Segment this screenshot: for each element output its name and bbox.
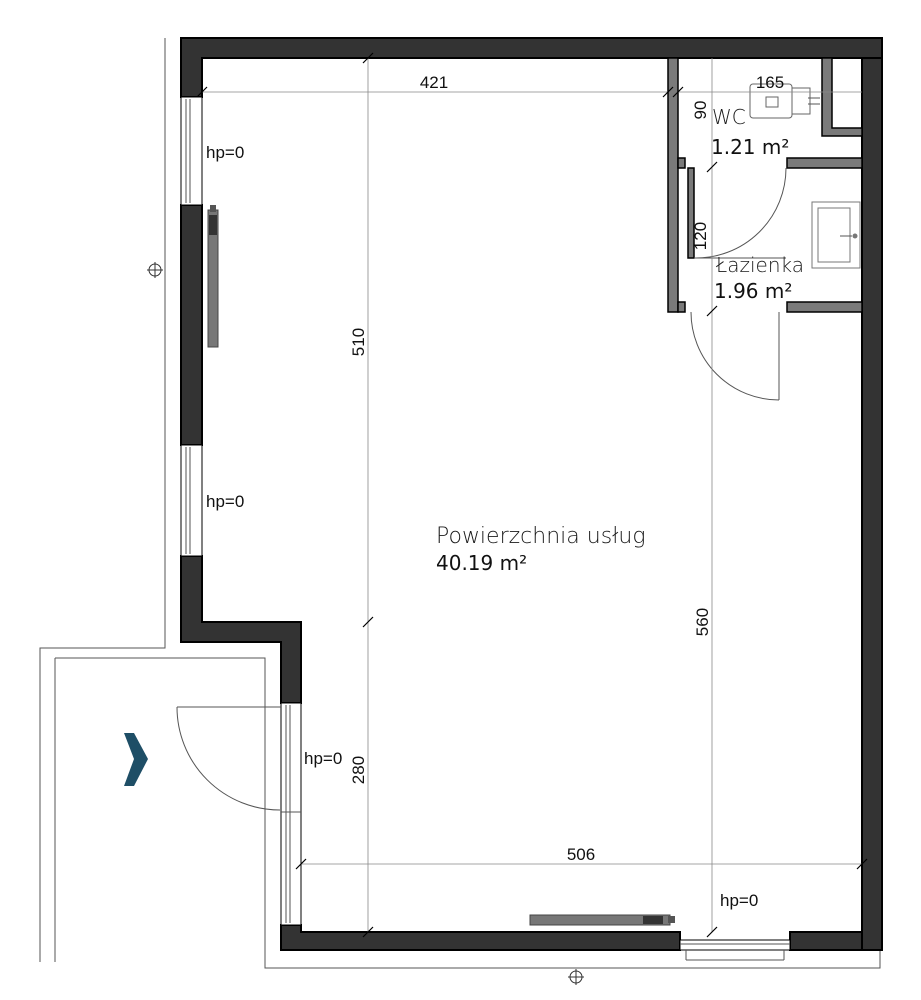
- wc-divider-stub: [677, 157, 686, 169]
- dim-left-height: 510: [349, 328, 368, 356]
- room-area-bath: 1.96 m²: [714, 279, 792, 303]
- dim-right-height: 560: [693, 608, 712, 636]
- doors: [176, 167, 787, 811]
- bottom-wall-right: [789, 931, 863, 951]
- partition-post: [687, 167, 695, 259]
- room-name-wc: WC: [712, 105, 746, 129]
- window-label-mid-left: hp=0: [206, 492, 244, 511]
- room-area-wc: 1.21 m²: [711, 135, 789, 159]
- bath-bottom-stub: [677, 301, 686, 313]
- room-name-main: Powierzchnia usług: [436, 524, 646, 549]
- sink-icon: [811, 201, 861, 269]
- axis-markers: [147, 262, 584, 985]
- axis-marker-left-icon: [147, 262, 163, 278]
- toilet-icon: [749, 83, 820, 119]
- dim-lower-left-height: 280: [349, 756, 368, 784]
- left-wall-segment: [180, 204, 203, 446]
- radiator-bottom-icon: [529, 914, 675, 926]
- room-name-bath: Łazienka: [715, 253, 804, 277]
- bath-door: [690, 311, 780, 401]
- window-mid-left: [180, 444, 203, 557]
- wc-bath-left-wall: [667, 57, 679, 313]
- fixtures: [207, 83, 861, 926]
- dim-wc-width: 165: [756, 73, 784, 92]
- bottom-wall-left: [280, 924, 681, 951]
- windows: [180, 96, 791, 961]
- wc-shaft: [821, 57, 863, 137]
- bath-bottom-wall: [786, 301, 863, 313]
- window-lower-left: [280, 702, 302, 926]
- dim-wc-depth: 90: [691, 101, 710, 120]
- room-area-main: 40.19 m²: [436, 551, 527, 575]
- interior-walls: [667, 57, 863, 313]
- window-bottom: [679, 939, 791, 961]
- window-label-lower-left: hp=0: [304, 749, 342, 768]
- wc-door: [693, 167, 787, 259]
- entrance-arrow-icon: [124, 733, 148, 786]
- right-wall: [861, 57, 883, 951]
- dimension-lines: [196, 52, 868, 938]
- dim-bottom-width: 506: [567, 845, 595, 864]
- exterior-walls: [180, 37, 883, 951]
- wc-bath-divider: [786, 157, 863, 169]
- left-notch-wall: [180, 555, 302, 704]
- window-label-bottom: hp=0: [720, 891, 758, 910]
- site-outline: [39, 38, 881, 969]
- entrance-door: [176, 706, 281, 811]
- window-label-upper-left: hp=0: [206, 143, 244, 162]
- dim-top-width: 421: [420, 73, 448, 92]
- window-upper-left: [180, 96, 203, 206]
- radiator-left-icon: [207, 205, 219, 348]
- dim-bath-depth: 120: [691, 222, 710, 250]
- axis-marker-bottom-icon: [568, 969, 584, 985]
